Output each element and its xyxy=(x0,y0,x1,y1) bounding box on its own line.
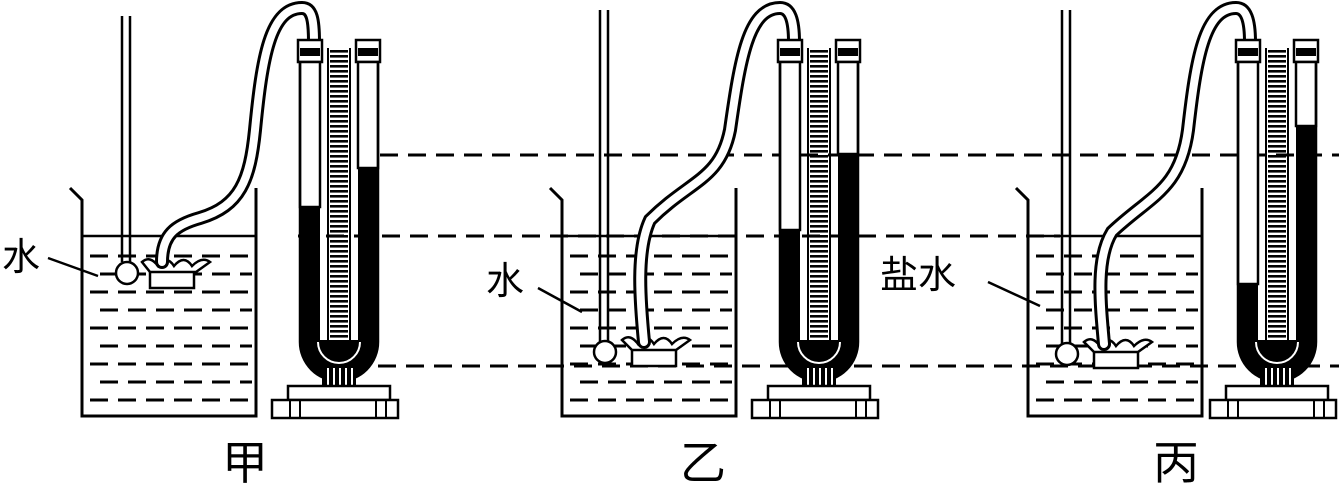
setup-bing xyxy=(987,0,1338,420)
rod-knob xyxy=(592,339,618,365)
beaker xyxy=(1014,186,1204,418)
caption-yi: 乙 xyxy=(680,436,726,490)
label-leader xyxy=(987,280,1041,308)
setup-jia xyxy=(47,0,400,420)
water-dashes xyxy=(90,254,252,402)
caption-jia: 甲 xyxy=(222,436,268,490)
setup-yi xyxy=(537,0,880,420)
label-leader xyxy=(537,286,583,314)
u-tube-manometer xyxy=(1208,38,1338,420)
holder-rod xyxy=(120,16,132,262)
water-dashes xyxy=(570,254,732,402)
liquid-label-yi: 水 xyxy=(486,259,525,303)
beaker xyxy=(548,186,738,418)
pressure-probe xyxy=(140,258,213,290)
holder-rod xyxy=(598,10,610,342)
saltwater-dashes xyxy=(1036,254,1198,402)
u-tube-manometer xyxy=(750,38,880,420)
caption-bing: 丙 xyxy=(1153,436,1199,490)
pressure-probe xyxy=(1082,338,1155,370)
beaker xyxy=(68,186,258,418)
liquid-label-bing: 盐水 xyxy=(880,253,957,297)
label-leader xyxy=(47,256,99,278)
u-tube-manometer xyxy=(270,38,400,420)
rod-knob xyxy=(114,260,140,286)
rod-knob xyxy=(1054,341,1080,367)
pressure-probe xyxy=(620,336,693,368)
holder-rod xyxy=(1060,10,1072,344)
liquid-label-jia: 水 xyxy=(2,235,41,279)
